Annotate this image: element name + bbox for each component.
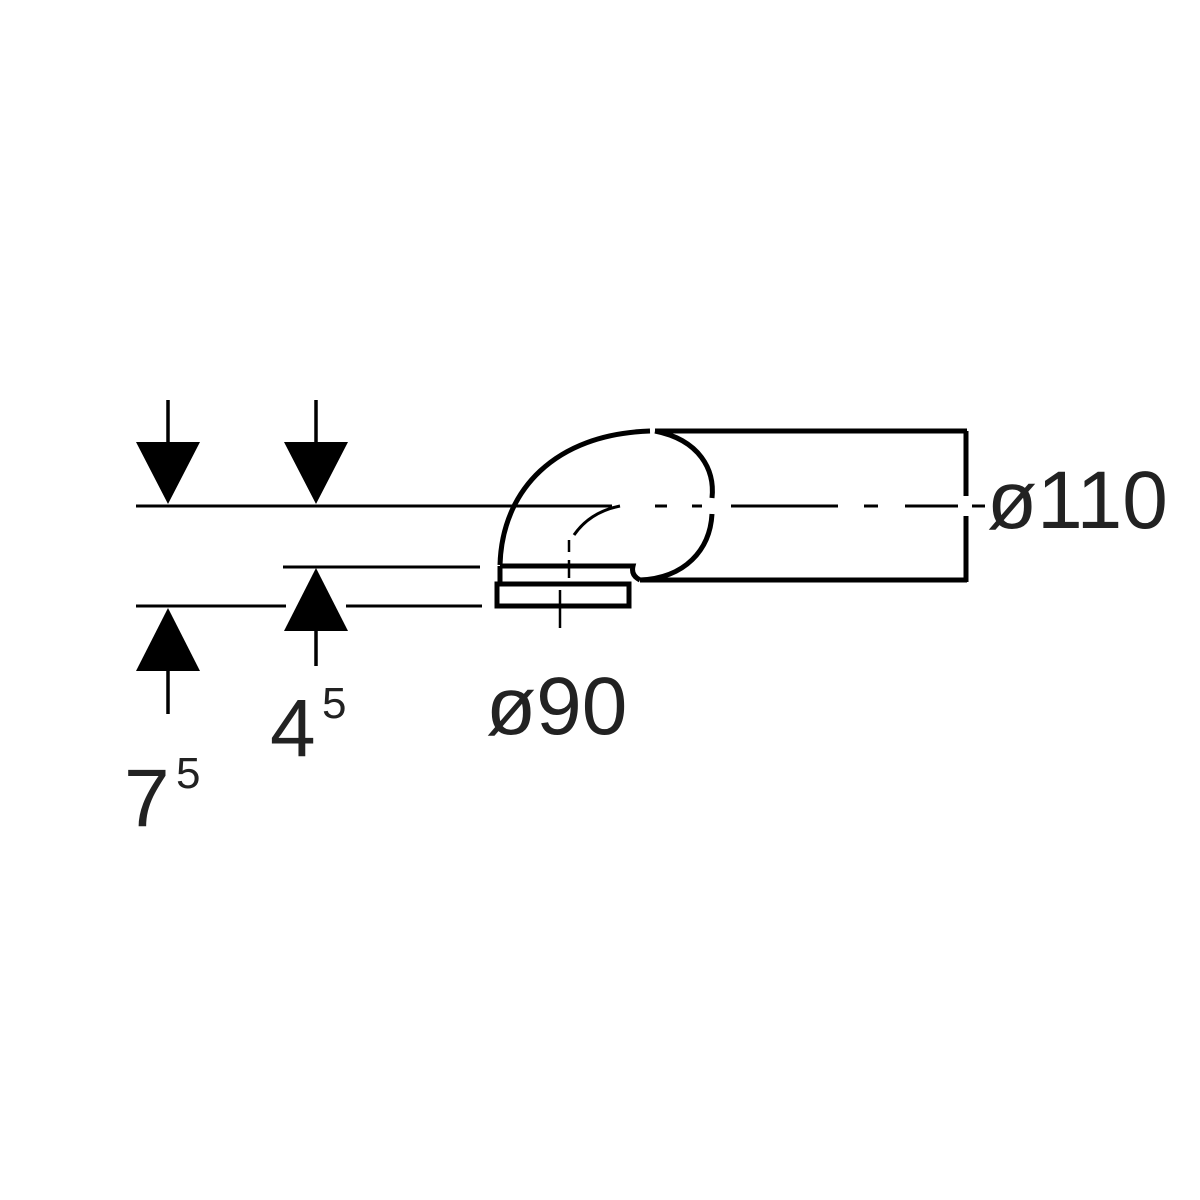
offset-b-base: 7 xyxy=(124,753,170,844)
offset-a-base: 4 xyxy=(270,683,316,774)
offset-a-sup: 5 xyxy=(322,679,346,728)
arrow-up-middle-icon xyxy=(284,568,348,631)
outlet-diameter-label: ø110 xyxy=(987,455,1168,546)
arrow-up-lower-icon xyxy=(136,608,200,671)
pipe-bend xyxy=(494,428,969,609)
arrow-down-right-icon xyxy=(284,442,348,504)
centerline xyxy=(558,504,985,628)
offset-b-sup: 5 xyxy=(176,749,200,798)
arrow-down-left-icon xyxy=(136,442,200,504)
offset-arrows xyxy=(136,400,348,714)
inlet-diameter-label: ø90 xyxy=(486,661,627,752)
